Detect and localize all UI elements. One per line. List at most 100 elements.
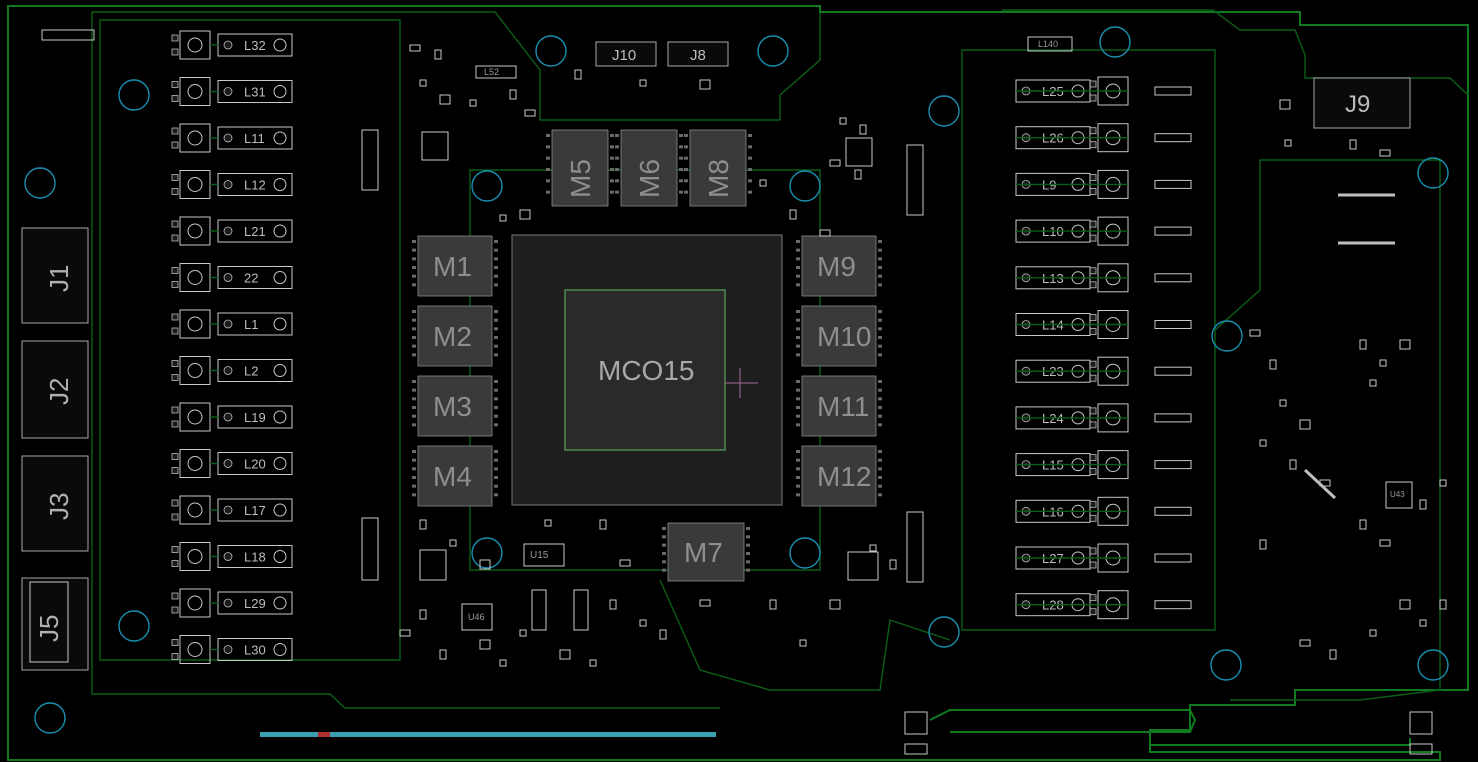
inductor-label: L32: [244, 38, 266, 53]
power-stage-chip: [179, 356, 211, 385]
power-stage-chip: [179, 309, 211, 339]
memory-m12: [801, 445, 877, 507]
memory-m12-label: M12: [817, 461, 871, 492]
inductor-row: L9: [1015, 169, 1129, 199]
memory-m11-label: M11: [817, 391, 869, 422]
u43-label: U43: [1390, 490, 1405, 499]
inductor-label: L30: [244, 643, 266, 658]
u46-label: U46: [468, 612, 485, 622]
pcie-edge-connector: [260, 732, 716, 737]
connector-j1: [21, 227, 89, 324]
inductor-row: L17: [171, 495, 293, 525]
connector-j3: [21, 455, 89, 552]
inductor-row: L16: [1015, 496, 1129, 526]
memory-m6: [620, 129, 678, 207]
memory-m5-label: M5: [565, 159, 596, 198]
inductor-label: L17: [244, 503, 266, 518]
power-stage-chip: [179, 263, 211, 292]
memory-m7: [667, 522, 745, 582]
power-stage-chip: [179, 170, 211, 199]
inductor-row: L20: [171, 449, 293, 478]
power-stage-chip: [179, 123, 211, 153]
l140-box: [1027, 36, 1073, 52]
gpu-center-cross: [725, 368, 758, 398]
power-stage-chip: [179, 542, 211, 571]
memory-m4-label: M4: [433, 461, 472, 492]
inductor-label: L20: [244, 457, 266, 472]
inductor-row: L25: [1015, 76, 1129, 106]
memory-m7-label: M7: [684, 537, 723, 568]
memory-m3-pins: [412, 380, 498, 427]
memory-m3: [417, 375, 493, 437]
connector-j2: [21, 340, 89, 439]
memory-m11: [801, 375, 877, 437]
memory-m9-pins: [796, 240, 882, 287]
memory-m3-label: M3: [433, 391, 472, 422]
inductor-row: L12: [171, 170, 293, 199]
inductor-row: L2: [171, 356, 293, 385]
vrm-zone-left: [99, 19, 401, 661]
vrm-zone-right: [961, 49, 1216, 631]
inductor-row: L29: [171, 588, 293, 618]
power-stage-chip: [179, 495, 211, 525]
memory-m9-label: M9: [817, 251, 856, 282]
l52-box: [475, 65, 517, 79]
power-stage-chip: [179, 216, 211, 246]
inductor-row: L1: [171, 309, 293, 339]
memory-m4-pins: [412, 450, 498, 497]
power-stage-chip: [179, 30, 211, 60]
memory-m6-pins: [615, 134, 683, 194]
memory-m12-pins: [796, 450, 882, 497]
u15-label: U15: [530, 550, 549, 561]
power-stage-chip: [179, 588, 211, 618]
inductor-label: L11: [244, 131, 265, 146]
inductor-row: L28: [1015, 590, 1129, 620]
connector-j5-label: J5: [34, 615, 64, 642]
board-outline: [7, 5, 1469, 761]
bottom-trace-right: [929, 709, 1197, 733]
bottom-trace-right2: [1149, 738, 1411, 752]
inductor-row: L15: [1015, 450, 1129, 480]
inductor-row: L14: [1015, 310, 1129, 339]
inductor-row: L11: [171, 123, 293, 153]
inductor-label: L31: [244, 85, 266, 100]
u46-box: [461, 603, 493, 631]
l52-label: L52: [484, 67, 499, 77]
bottom-center-zone: [659, 579, 951, 691]
power-stage-chip: [179, 402, 211, 432]
right-lower-zone: [1214, 159, 1441, 701]
inductor-label: L29: [244, 596, 266, 611]
inductor-label: L18: [244, 550, 266, 565]
connector-j1-label: J1: [44, 265, 74, 292]
memory-m8-label: M8: [703, 159, 734, 198]
inductor-row: L31: [171, 77, 293, 106]
inductor-row: L30: [171, 635, 293, 664]
inductor-row: L27: [1015, 543, 1129, 573]
inductor-label: L2: [244, 364, 258, 379]
inductor-label: L19: [244, 410, 266, 425]
inner-outline-left2: [91, 12, 720, 709]
inductor-row: L10: [1015, 216, 1129, 246]
memory-m2: [417, 305, 493, 367]
memory-m10-label: M10: [817, 321, 871, 352]
pcie-key-notch: [318, 732, 330, 737]
connector-j10-label: J10: [612, 47, 636, 64]
small-components: [399, 44, 1447, 667]
memory-m6-label: M6: [634, 159, 665, 198]
memory-m11-pins: [796, 380, 882, 427]
inductor-row: L13: [1015, 263, 1129, 293]
connector-j8: [667, 41, 729, 67]
connector-j8-label: J8: [690, 47, 706, 64]
inductor-row: L21: [171, 216, 293, 246]
memory-m2-pins: [412, 310, 498, 357]
connector-j10: [595, 41, 657, 67]
connector-j2-label: J2: [44, 378, 74, 405]
inductor-row: L24: [1015, 403, 1129, 433]
inductor-row: L18: [171, 542, 293, 571]
inductor-label: L12: [244, 178, 266, 193]
memory-m1-pins: [412, 240, 498, 287]
u15-box: [523, 543, 565, 567]
